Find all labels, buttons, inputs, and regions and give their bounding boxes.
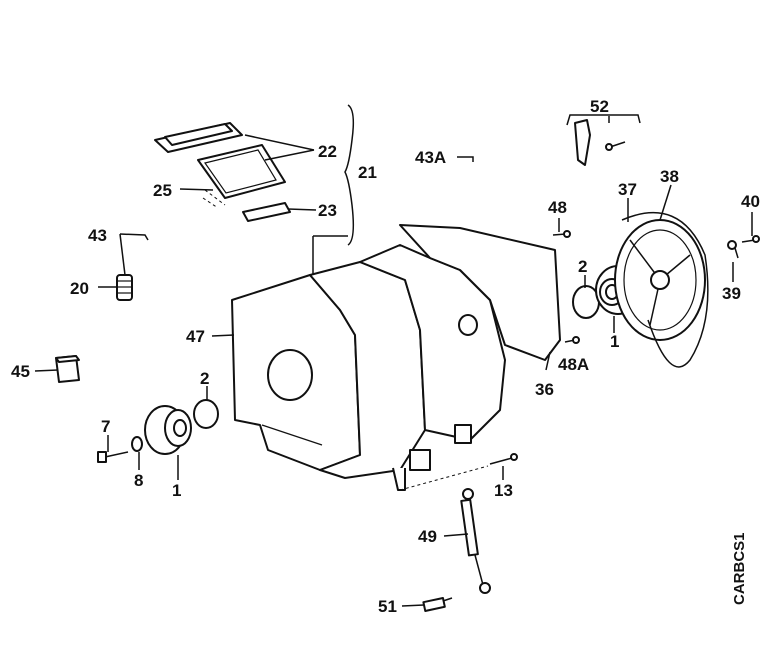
callout-2-rear: 2 — [578, 257, 587, 276]
callout-43a: 43A — [415, 148, 446, 167]
callout-13: 13 — [494, 481, 513, 500]
clip-bracket-52 — [566, 114, 641, 166]
bolt-48 — [552, 230, 571, 238]
group-bracket-21 — [344, 104, 355, 246]
callout-37: 37 — [618, 180, 637, 199]
callout-36: 36 — [535, 380, 554, 399]
spring-hook-43 — [119, 233, 149, 276]
callout-43: 43 — [88, 226, 107, 245]
callout-40: 40 — [741, 192, 760, 211]
bolt-7 — [97, 451, 129, 463]
callout-48a: 48A — [558, 355, 589, 374]
drum-pulley-37 — [614, 219, 706, 341]
callout-8: 8 — [134, 471, 143, 490]
washer-8 — [131, 436, 143, 452]
leader-lines — [34, 116, 753, 607]
pin-51 — [422, 597, 453, 612]
bearing-housing-front — [144, 405, 192, 455]
bolt-13 — [399, 453, 518, 491]
callout-38: 38 — [660, 167, 679, 186]
callout-7: 7 — [101, 417, 110, 436]
callout-48: 48 — [548, 198, 567, 217]
o-ring-front — [193, 399, 219, 429]
spring-20 — [116, 274, 133, 301]
callout-23: 23 — [318, 201, 337, 220]
tub-rear-body-36 — [309, 224, 561, 491]
callout-49: 49 — [418, 527, 437, 546]
callout-52: 52 — [590, 97, 609, 116]
callout-45: 45 — [11, 362, 30, 381]
hook-43a — [457, 156, 474, 162]
drive-belt-38 — [621, 211, 709, 368]
callout-1-front: 1 — [172, 481, 181, 500]
callout-51: 51 — [378, 597, 397, 616]
washer-39 — [727, 240, 739, 259]
callout-25: 25 — [153, 181, 172, 200]
callout-22: 22 — [318, 142, 337, 161]
pad-45 — [55, 355, 80, 383]
shock-absorber-49 — [460, 488, 491, 594]
screw-48a — [564, 336, 580, 344]
callout-20: 20 — [70, 279, 89, 298]
callout-47: 47 — [186, 327, 205, 346]
callout-21: 21 — [358, 163, 377, 182]
callout-39: 39 — [722, 284, 741, 303]
callout-2-front: 2 — [200, 369, 209, 388]
diagram-code: CARBCS1 — [731, 532, 748, 605]
bolt-40 — [741, 235, 760, 243]
filter-frame-25 — [202, 189, 226, 209]
callout-1-rear: 1 — [610, 332, 619, 351]
filter-frame-22 — [154, 122, 286, 199]
seal-strip-23 — [242, 202, 291, 222]
